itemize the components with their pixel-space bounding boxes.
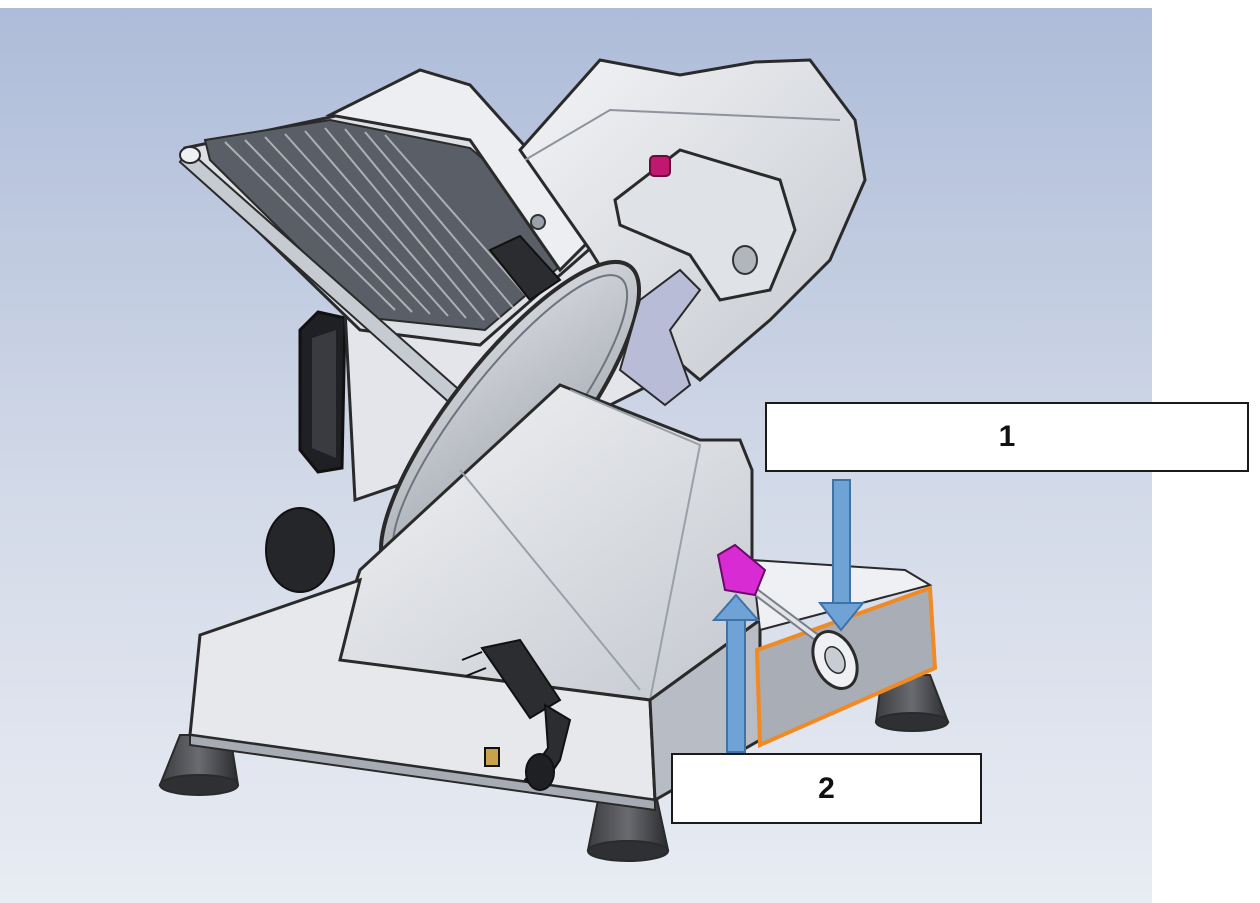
guard-bracket: [618, 268, 702, 407]
callout-label-2: 2: [671, 753, 982, 824]
down-arrow-icon: [817, 479, 866, 632]
roller: [488, 234, 562, 302]
adjustment-lever: [716, 543, 859, 690]
magenta-knob: [716, 543, 767, 597]
power-plug-icon: [461, 638, 572, 792]
up-arrow-icon: [711, 593, 761, 753]
callout-label-1: 1: [765, 402, 1249, 472]
rear-knob: [265, 507, 335, 593]
rubber-feet: [158, 674, 950, 862]
top-knob: [649, 155, 671, 177]
